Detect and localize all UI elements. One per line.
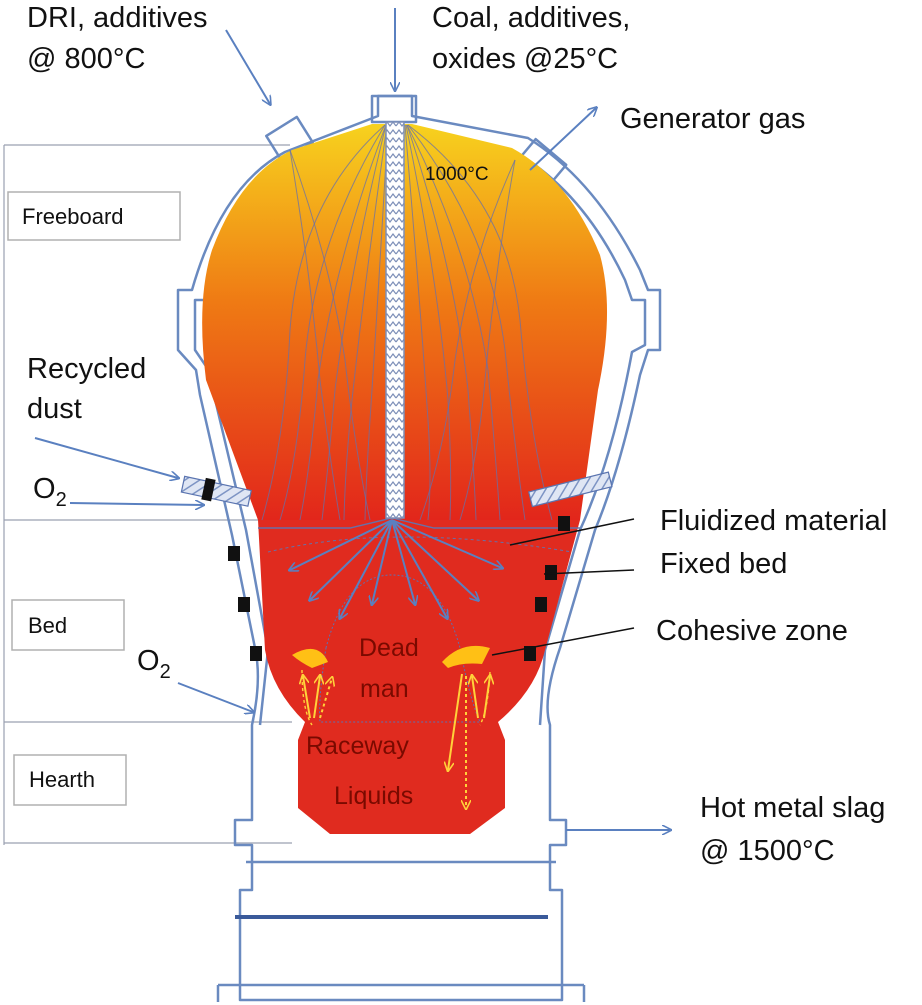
leader-lines <box>491 518 635 656</box>
hot-metal-label-line2: @ 1500°C <box>700 835 835 867</box>
svg-text:Freeboard: Freeboard <box>22 204 124 229</box>
generator-gas-label: Generator gas <box>620 103 805 135</box>
dead-man-label-line1: Dead <box>359 634 419 662</box>
dri-label-line2: @ 800°C <box>27 43 145 75</box>
coal-label-line2: oxides @25°C <box>432 43 618 75</box>
o2-lower-label: O2 <box>137 645 171 683</box>
cooling-blocks <box>228 516 570 661</box>
svg-text:Bed: Bed <box>28 613 67 638</box>
raceway-label: Raceway <box>306 732 409 760</box>
hot-metal-label-line1: Hot metal slag <box>700 792 885 824</box>
liquids-label: Liquids <box>334 782 413 810</box>
top-temperature-label: 1000°C <box>425 164 489 185</box>
bed-flow-arrows <box>290 519 502 618</box>
base-feet <box>216 985 586 1002</box>
external-flow-arrows <box>34 8 670 830</box>
dust-tuyere-left <box>180 475 252 507</box>
dri-label-line1: DRI, additives <box>27 2 208 34</box>
recycled-dust-label-line1: Recycled <box>27 353 146 385</box>
svg-text:Hearth: Hearth <box>29 767 95 792</box>
cohesive-zone-left <box>292 648 328 668</box>
central-feed-pipe <box>385 121 405 519</box>
raceway-arrows <box>303 674 490 808</box>
dust-tuyere-right <box>528 471 613 508</box>
dead-man-label-line2: man <box>360 675 409 703</box>
zone-label-freeboard: Freeboard <box>7 191 181 241</box>
cohesive-zone-right <box>442 645 490 668</box>
fluidized-material-label: Fluidized material <box>660 505 887 537</box>
recycled-dust-label-line2: dust <box>27 393 82 425</box>
coal-label-line1: Coal, additives, <box>432 2 630 34</box>
fixed-bed-label: Fixed bed <box>660 548 787 580</box>
fluidized-boundary <box>267 536 573 553</box>
cohesive-zone-label: Cohesive zone <box>656 615 848 647</box>
zone-dividers <box>3 144 292 845</box>
zone-label-hearth: Hearth <box>13 754 127 806</box>
zone-label-bed: Bed <box>11 599 125 651</box>
o2-upper-label: O2 <box>33 473 67 511</box>
particle-trajectories <box>261 124 553 521</box>
